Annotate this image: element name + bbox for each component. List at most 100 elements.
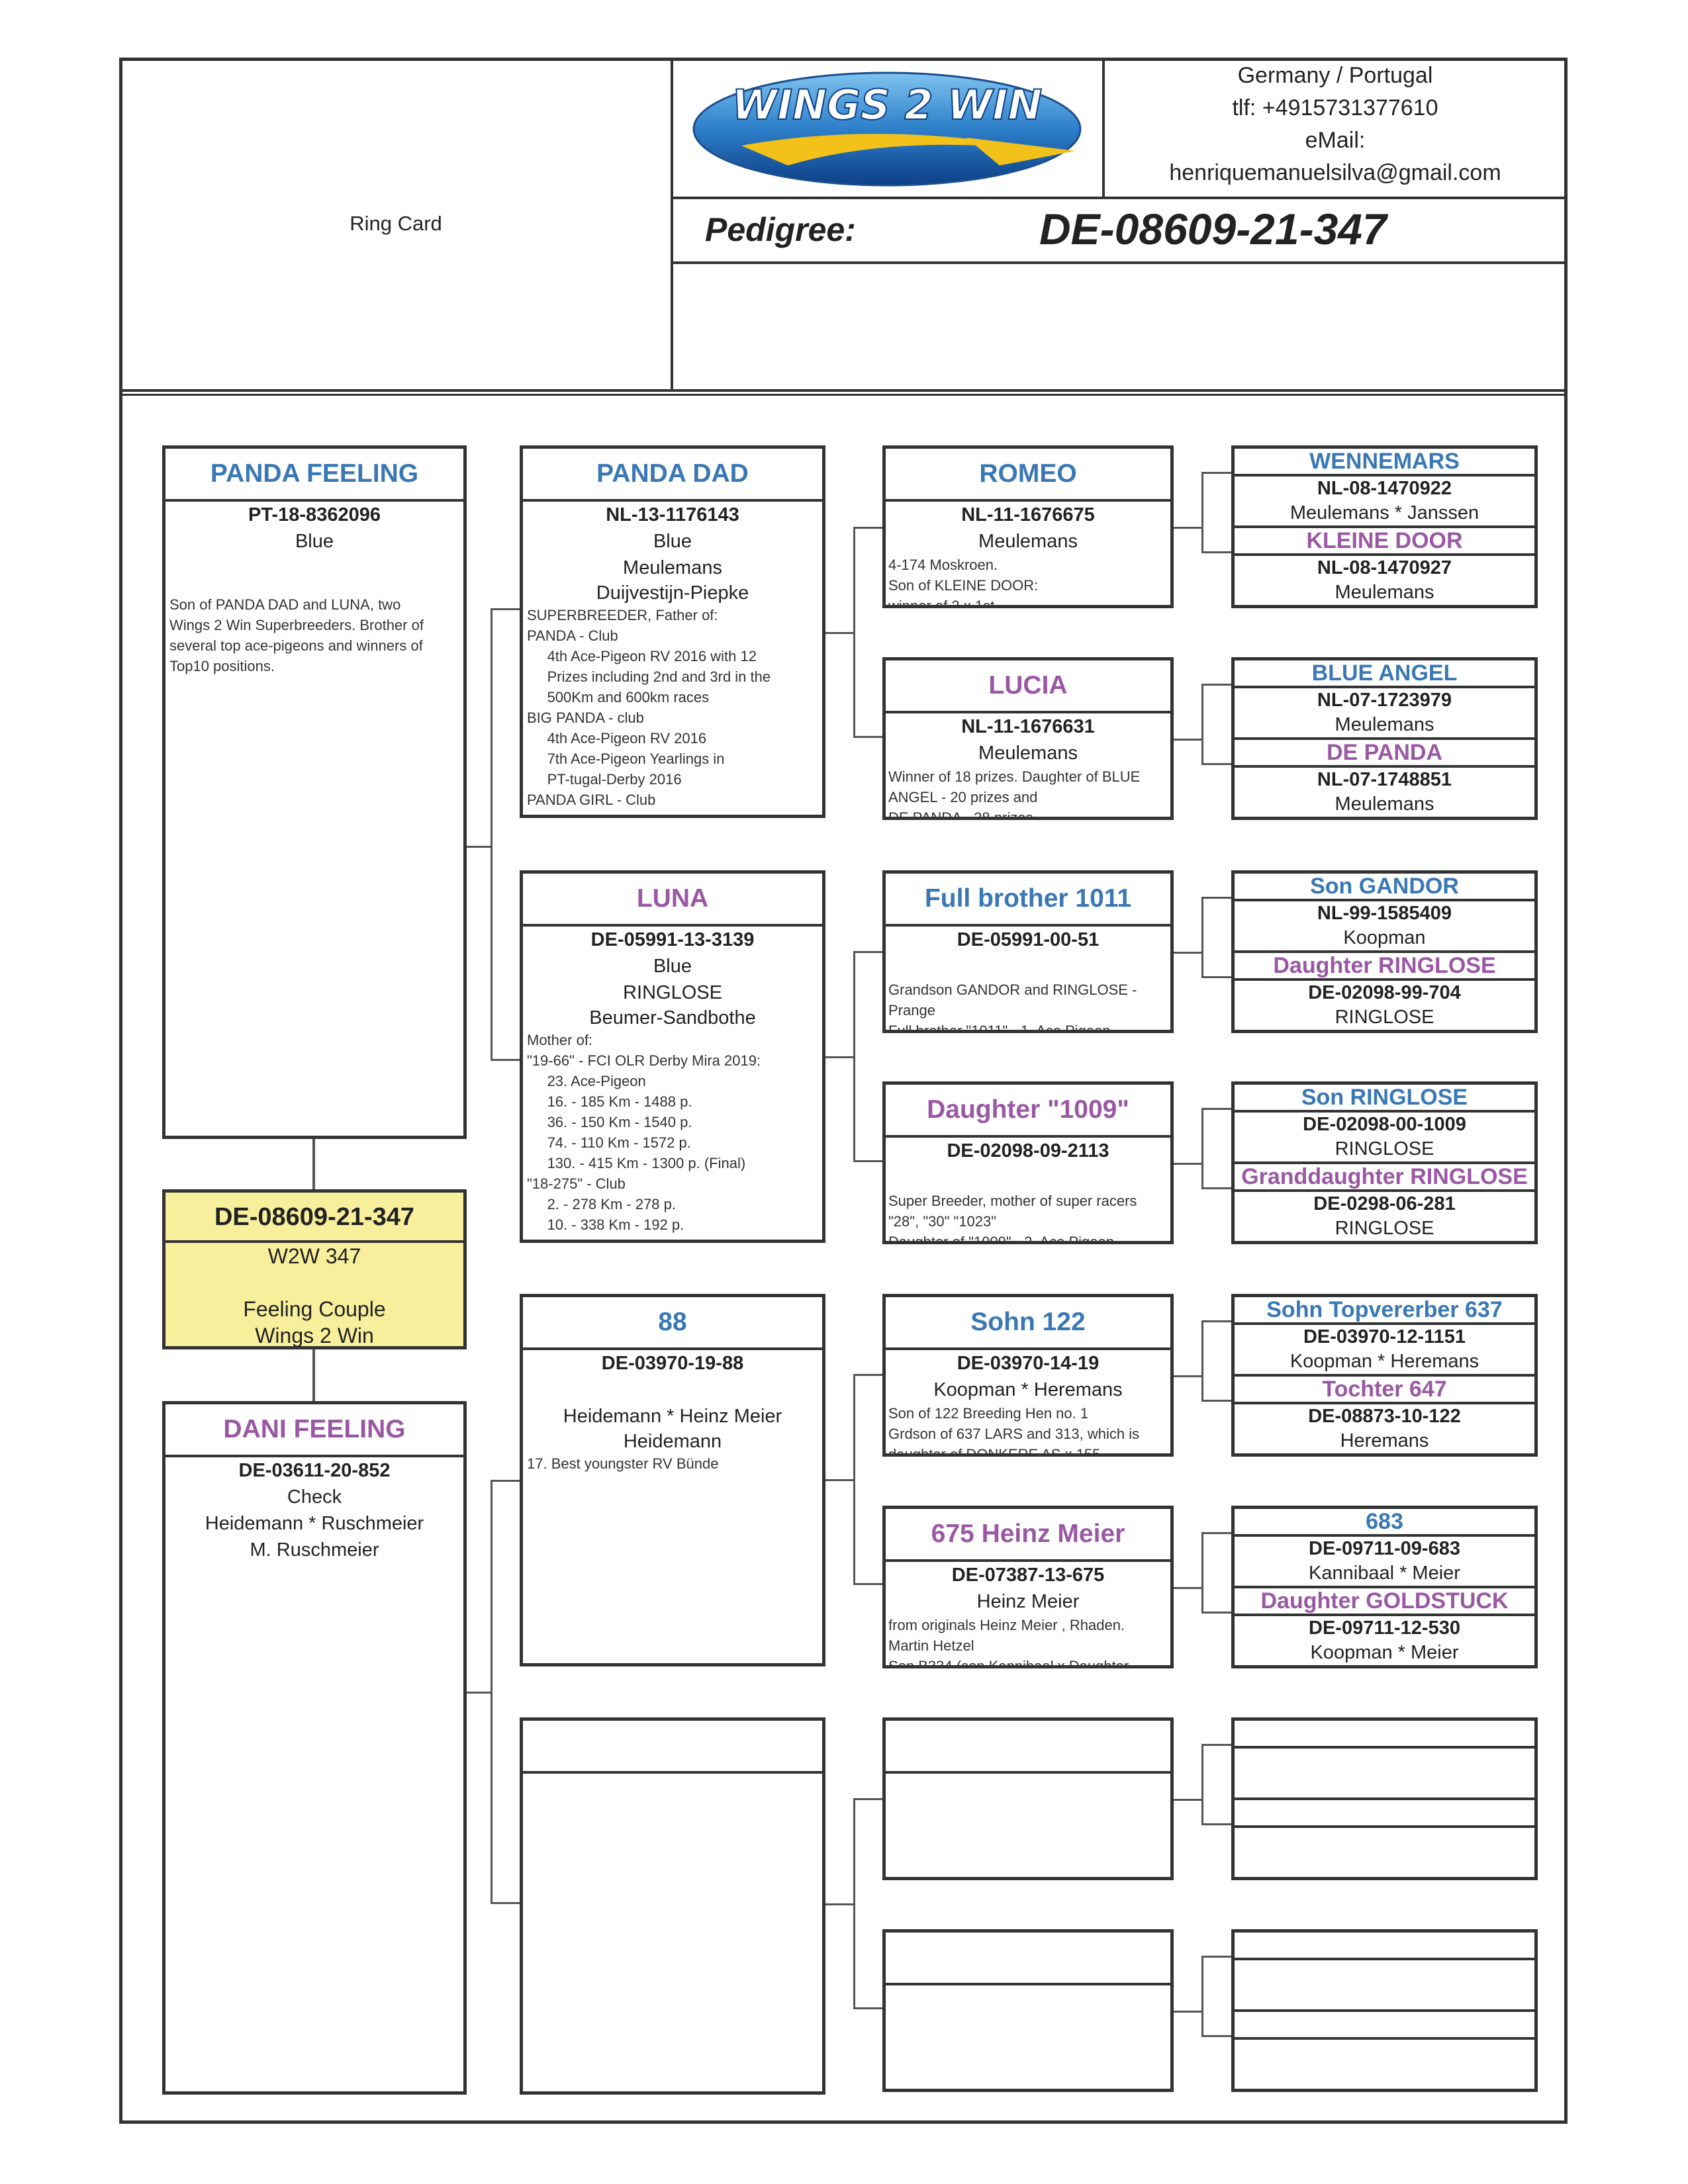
gen3-4-note: Super Breeder, mother of super racers "2…: [888, 1193, 1137, 1244]
gen2-1-line-1: Blue: [653, 531, 692, 552]
father-note: Son of PANDA DAD and LUNA, two Wings 2 W…: [169, 596, 424, 674]
pedigree-connector: [1201, 1400, 1231, 1402]
gen3-7-name: [886, 1721, 1170, 1774]
subject-line-4: Wings 2 Win: [255, 1324, 374, 1347]
pedigree-connector: [1201, 1612, 1231, 1614]
gen4-6a-line: Kannibaal * Meier: [1309, 1563, 1460, 1584]
pedigree-connector: [1201, 1744, 1203, 1825]
gen4-4a-name: Son RINGLOSE: [1301, 1085, 1468, 1110]
gen3-1-ring: NL-11-1676675: [961, 504, 1095, 525]
gen3-card-6: 675 Heinz Meier DE-07387-13-675 Heinz Me…: [882, 1506, 1174, 1668]
pedigree-connector: [1174, 1587, 1203, 1589]
gen4-2a-ring: NL-07-1723979: [1235, 686, 1534, 713]
gen4-2b-ring: NL-07-1748851: [1235, 765, 1534, 792]
mother-name: DANI FEELING: [165, 1404, 463, 1457]
gen2-2-line-2: RINGLOSE: [623, 982, 722, 1003]
gen3-2-note: Winner of 18 prizes. Daughter of BLUE AN…: [888, 768, 1141, 820]
gen2-1-ring: NL-13-1176143: [606, 504, 739, 525]
gen2-2-line-3: Beumer-Sandbothe: [589, 1007, 756, 1028]
gen4-3a-ring: NL-99-1585409: [1235, 899, 1534, 926]
pedigree-connector: [1201, 1532, 1231, 1534]
subject-ring: DE-08609-21-347: [165, 1193, 463, 1243]
pedigree-connector: [1201, 2035, 1231, 2037]
gen2-1-line-3: Duijvestijn-Piepke: [596, 582, 749, 604]
contact-email-label: eMail:: [1305, 128, 1366, 153]
gen3-5-ring: DE-03970-14-19: [957, 1353, 1100, 1374]
gen2-3-ring: DE-03970-19-88: [601, 1353, 744, 1374]
gen2-3-line-2: Heidemann * Heinz Meier: [563, 1406, 782, 1427]
gen3-3-line: [886, 953, 1170, 979]
gen4-5a-line: Koopman * Heremans: [1289, 1351, 1479, 1372]
gen3-card-1: ROMEO NL-11-1676675 Meulemans 4-174 Mosk…: [882, 445, 1174, 608]
pedigree-connector: [1201, 684, 1231, 686]
gen4-6a-ring: DE-09711-09-683: [1235, 1534, 1534, 1561]
pedigree-connector: [1201, 1532, 1203, 1614]
gen3-card-7: [882, 1717, 1174, 1880]
gen4-pair-4: Son RINGLOSE DE-02098-00-1009 RINGLOSE G…: [1231, 1081, 1538, 1244]
gen2-card-3: 88 DE-03970-19-88 Heidemann * Heinz Meie…: [520, 1294, 825, 1666]
pedigree-connector: [1201, 1320, 1231, 1322]
pedigree-connector: [1174, 739, 1203, 741]
pedigree-connector: [1201, 551, 1231, 553]
gen3-3-note: Grandson GANDOR and RINGLOSE - Prange Fu…: [888, 981, 1137, 1033]
gen2-card-4: [520, 1717, 825, 2095]
pedigree-connector: [1201, 1108, 1231, 1110]
gen2-4-name: [523, 1721, 822, 1774]
gen4-1b-name: KLEINE DOOR: [1235, 525, 1534, 553]
gen4-pair-1: WENNEMARS NL-08-1470922 Meulemans * Jans…: [1231, 445, 1538, 608]
gen4-4b-line: RINGLOSE: [1335, 1218, 1434, 1239]
pedigree-connector: [1201, 1744, 1231, 1746]
pedigree-connector: [1201, 763, 1231, 765]
page-frame: [119, 58, 1568, 2124]
gen4-4b-ring: DE-0298-06-281: [1235, 1189, 1534, 1216]
gen3-card-4: Daughter "1009" DE-02098-09-2113 Super B…: [882, 1081, 1174, 1244]
gen3-6-ring: DE-07387-13-675: [951, 1565, 1105, 1586]
gen3-card-3: Full brother 1011 DE-05991-00-51 Grandso…: [882, 870, 1174, 1033]
gen3-4-name: Daughter "1009": [886, 1085, 1170, 1138]
gen4-2a-name: BLUE ANGEL: [1311, 660, 1458, 686]
pedigree-connector: [1201, 976, 1231, 978]
gen4-3b-name: Daughter RINGLOSE: [1235, 950, 1534, 978]
subject-line-1: W2W 347: [267, 1244, 361, 1268]
father-card: PANDA FEELING PT-18-8362096 Blue Son of …: [162, 445, 467, 1139]
gen3-1-name: ROMEO: [886, 449, 1170, 502]
pedigree-connector: [1201, 1823, 1231, 1825]
gen3-8-name: [886, 1933, 1170, 1985]
gen4-4b-name: Granddaughter RINGLOSE: [1235, 1161, 1534, 1189]
gen2-2-name: LUNA: [523, 874, 822, 927]
subject-line-2: [165, 1269, 463, 1296]
gen4-5b-line: Heremans: [1340, 1430, 1429, 1451]
father-color: Blue: [295, 531, 334, 552]
contact-email[interactable]: henriquemanuelsilva@gmail.com: [1169, 160, 1501, 185]
pedigree-connector: [1201, 1187, 1231, 1189]
gen3-1-note: 4-174 Moskroen. Son of KLEINE DOOR: winn…: [888, 557, 1039, 608]
gen4-5a-name: Sohn Topvererber 637: [1266, 1297, 1503, 1322]
pedigree-connector: [1174, 1375, 1203, 1377]
gen3-1-line: Meulemans: [978, 531, 1078, 552]
gen2-2-ring: DE-05991-13-3139: [590, 929, 755, 950]
gen3-3-ring: DE-05991-00-51: [957, 929, 1100, 950]
gen3-card-5: Sohn 122 DE-03970-14-19 Koopman * Herema…: [882, 1294, 1174, 1457]
pedigree-connector: [1201, 1956, 1203, 2037]
pedigree-connector: [1201, 1320, 1203, 1402]
gen4-pair-6: 683 DE-09711-09-683 Kannibaal * Meier Da…: [1231, 1506, 1538, 1668]
gen4-2b-line: Meulemans: [1335, 794, 1434, 815]
mother-card: DANI FEELING DE-03611-20-852 Check Heide…: [162, 1401, 467, 2095]
pedigree-connector: [1174, 1163, 1203, 1165]
gen3-3-name: Full brother 1011: [886, 874, 1170, 927]
gen2-3-line-1: [523, 1377, 822, 1403]
gen3-6-line: Heinz Meier: [976, 1591, 1080, 1612]
gen4-6b-line: Koopman * Meier: [1310, 1642, 1459, 1663]
gen4-1b-line: Meulemans: [1335, 582, 1434, 603]
gen4-6a-name: 683: [1366, 1509, 1403, 1534]
pedigree-connector: [1201, 897, 1231, 899]
gen2-1-line-2: Meulemans: [623, 557, 722, 578]
gen4-pair-3: Son GANDOR NL-99-1585409 Koopman Daughte…: [1231, 870, 1538, 1033]
gen2-3-name: 88: [523, 1297, 822, 1350]
gen4-1a-name: WENNEMARS: [1309, 449, 1460, 474]
contact-block: Germany / Portugal tlf: +4915731377610 e…: [1104, 60, 1566, 189]
pedigree-connector: [1201, 684, 1203, 765]
gen2-card-2: LUNA DE-05991-13-3139 Blue RINGLOSE Beum…: [520, 870, 825, 1243]
pedigree-connector: [1201, 1956, 1231, 1958]
mother-ring: DE-03611-20-852: [238, 1460, 391, 1481]
